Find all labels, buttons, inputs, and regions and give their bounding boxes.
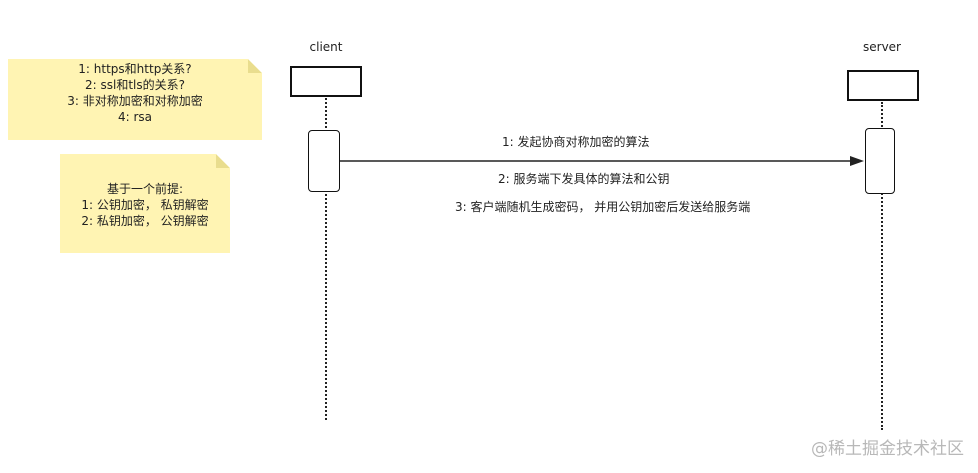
server-actor-box[interactable] xyxy=(847,70,919,101)
server-lifeline xyxy=(881,102,883,430)
note-line: 4: rsa xyxy=(117,110,153,124)
message-2-label: 2: 服务端下发具体的算法和公钥 xyxy=(498,172,670,186)
note-fold-icon xyxy=(248,59,262,73)
note-fold-icon xyxy=(216,154,230,168)
note-premise: 基于一个前提: 1: 公钥加密， 私钥解密 2: 私钥加密， 公钥解密 xyxy=(60,154,230,253)
note-line: 1: https和http关系? xyxy=(78,62,192,76)
client-lifeline xyxy=(325,98,327,420)
client-actor-box[interactable] xyxy=(290,66,362,97)
note-questions: 1: https和http关系? 2: ssl和tls的关系? 3: 非对称加密… xyxy=(8,59,262,140)
client-activation[interactable] xyxy=(308,130,340,192)
note-line: 3: 非对称加密和对称加密 xyxy=(67,94,203,108)
message-1-label: 1: 发起协商对称加密的算法 xyxy=(502,135,650,149)
note-line: 2: ssl和tls的关系? xyxy=(85,78,185,92)
server-activation[interactable] xyxy=(865,128,895,194)
client-label: client xyxy=(309,40,343,54)
note-line: 基于一个前提: xyxy=(106,182,184,196)
message-3-label: 3: 客户端随机生成密码， 并用公钥加密后发送给服务端 xyxy=(455,200,751,214)
server-label: server xyxy=(863,40,901,54)
watermark: @稀土掘金技术社区 xyxy=(811,439,964,459)
note-line: 1: 公钥加密， 私钥解密 xyxy=(81,198,209,212)
note-line: 2: 私钥加密， 公钥解密 xyxy=(81,214,209,228)
